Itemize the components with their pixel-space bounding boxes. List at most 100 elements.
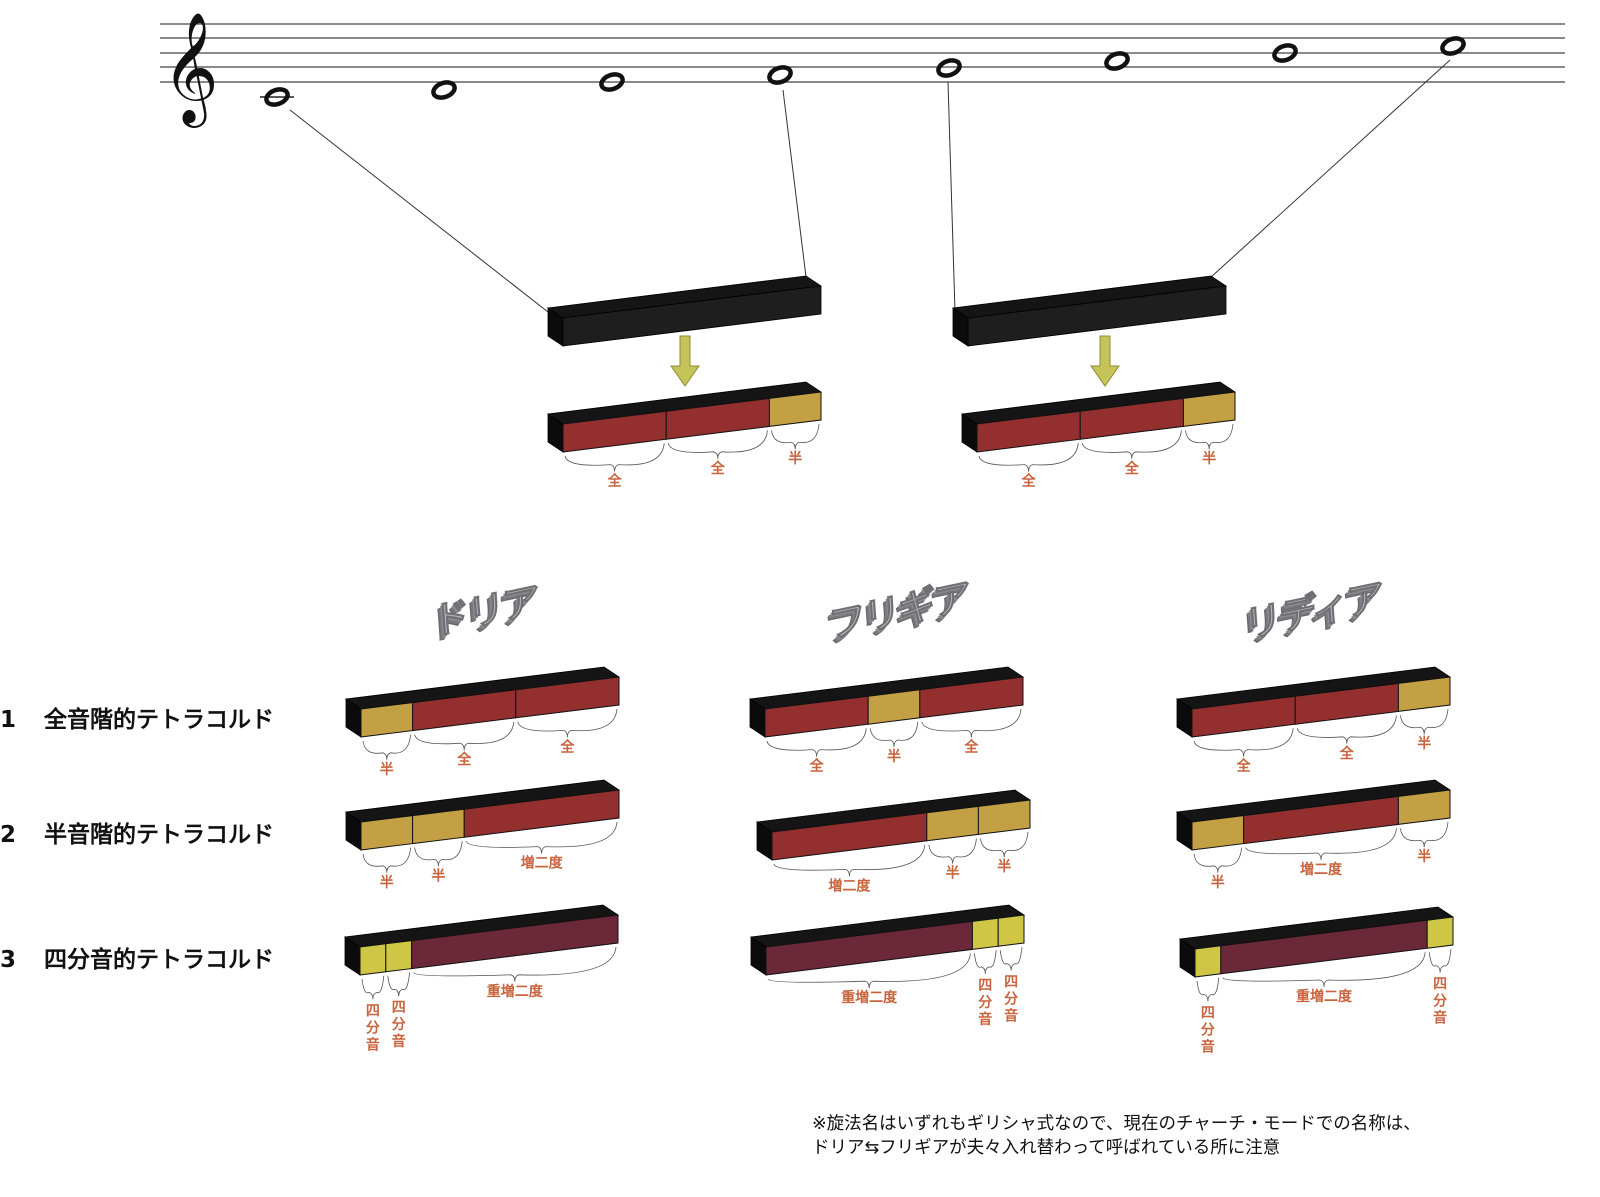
interval-label-quarter: 分 [1433, 994, 1447, 1010]
interval-label-whole: 全 [1236, 758, 1252, 775]
bar-front-face [967, 285, 1227, 347]
interval-label-half: 半 [380, 761, 394, 778]
interval-brace [517, 708, 618, 738]
interval-brace [1400, 708, 1449, 735]
interval-label-whole: 全 [1124, 460, 1140, 477]
row-title: 四分音的テトラコルド [44, 947, 274, 973]
row-number: 2 [0, 822, 17, 848]
mode-tetrachord-bar: 全全半 [1175, 666, 1452, 775]
interval-brace [771, 423, 820, 450]
footnote-line-1: ※旋法名はいずれもギリシャ式なので、現在のチャーチ・モードでの名称は、 [812, 1114, 1421, 1134]
interval-label-quarter: 四 [978, 978, 992, 994]
whole-note [1104, 51, 1130, 71]
segment-quarter [971, 917, 999, 950]
interval-label-whole: 全 [1339, 745, 1355, 762]
down-arrow-icon [1090, 335, 1120, 387]
segment-whole [919, 676, 1024, 719]
segment-quarter [997, 914, 1025, 947]
segment-half [768, 391, 822, 427]
whole-note [1440, 36, 1466, 56]
interval-label-quarter: 四 [1004, 975, 1018, 991]
interval-brace [414, 721, 515, 751]
segment-quarter [1194, 945, 1222, 978]
interval-brace [767, 953, 971, 989]
segment-half [867, 689, 921, 725]
interval-label-whole: 全 [607, 473, 623, 490]
interval-brace [414, 841, 463, 867]
footnote: ※旋法名はいずれもギリシャ式なので、現在のチャーチ・モードでの名称は、 ドリア⇆… [812, 1112, 1421, 1160]
interval-label-half: 半 [946, 865, 960, 882]
interval-brace [362, 734, 411, 760]
segment-half [1191, 815, 1245, 851]
whole-note [767, 65, 793, 85]
segment-half [977, 799, 1031, 835]
tetrachord-bars: 全全半全全半半全全全半全全全半半半増二度増二度半半半増二度半四分音四分音重増二度… [343, 275, 1455, 1055]
music-staff: 𝄞 [160, 11, 1565, 128]
interval-brace [1222, 952, 1426, 988]
row-label-enharmonic: 3 四分音的テトラコルド [0, 940, 274, 974]
segment-half [360, 815, 414, 851]
mode-tetrachord-bar: 全半全 [748, 666, 1025, 775]
row-number: 3 [0, 947, 17, 973]
interval-label-quarter: 音 [392, 1033, 406, 1050]
interval-brace [921, 708, 1022, 738]
bar-front-face [562, 285, 822, 347]
connector-line [782, 89, 807, 278]
segment-half [926, 805, 979, 842]
down-arrow-icon [670, 335, 700, 387]
interval-brace [361, 975, 385, 1000]
interval-brace [465, 821, 618, 854]
segment-half [1397, 676, 1451, 712]
interval-label-double_aug2: 重増二度 [841, 989, 898, 1006]
whole-note [1272, 43, 1298, 63]
interval-brace [869, 721, 919, 748]
mode-tetrachord-bar: 半全全 [344, 666, 621, 778]
whole-note [599, 72, 625, 92]
row-number: 1 [0, 707, 17, 733]
interval-label-quarter: 四 [1433, 977, 1447, 993]
upper-tetrachord-bar: 全全半 [546, 381, 823, 490]
segment-half [1182, 391, 1236, 427]
mode-tetrachord-bar: 増二度半半 [755, 789, 1032, 894]
interval-label-half: 半 [887, 748, 901, 765]
treble-clef-icon: 𝄞 [162, 11, 219, 128]
row-title: 全音階的テトラコルド [44, 707, 274, 733]
segment-double_aug2 [411, 914, 619, 970]
interval-label-aug2: 増二度 [1300, 861, 1343, 878]
interval-label-quarter: 音 [1004, 1008, 1018, 1025]
interval-label-half: 半 [997, 858, 1011, 875]
interval-label-whole: 全 [963, 738, 979, 755]
interval-label-whole: 全 [809, 758, 825, 775]
interval-label-whole: 全 [710, 460, 726, 477]
interval-label-whole: 全 [1021, 473, 1037, 490]
interval-label-quarter: 音 [1201, 1038, 1215, 1055]
whole-note [264, 87, 290, 107]
interval-brace [387, 972, 410, 997]
interval-label-quarter: 四 [1201, 1005, 1215, 1021]
interval-brace [928, 838, 977, 864]
segment-half [360, 702, 414, 738]
interval-brace [773, 844, 926, 877]
interval-label-whole: 全 [456, 751, 472, 768]
black-tetrachord-bar [546, 275, 823, 347]
interval-brace [1428, 948, 1452, 973]
segment-quarter [359, 943, 387, 976]
segment-quarter [385, 940, 413, 973]
interval-label-half: 半 [788, 450, 802, 467]
footnote-line-2: ドリア⇆フリギアが夫々入れ替わって呼ばれている所に注意 [812, 1138, 1281, 1158]
interval-label-quarter: 分 [1004, 992, 1018, 1008]
connector-line [947, 81, 956, 313]
interval-brace [1196, 977, 1220, 1002]
interval-brace [1185, 423, 1234, 450]
connector-line [289, 109, 549, 313]
whole-note [431, 80, 457, 100]
interval-brace [413, 946, 617, 982]
interval-brace [999, 946, 1023, 971]
interval-label-quarter: 音 [978, 1011, 992, 1028]
interval-brace [980, 831, 1029, 858]
interval-brace [1193, 847, 1242, 873]
interval-label-quarter: 分 [978, 995, 992, 1011]
segment-half [412, 808, 465, 845]
